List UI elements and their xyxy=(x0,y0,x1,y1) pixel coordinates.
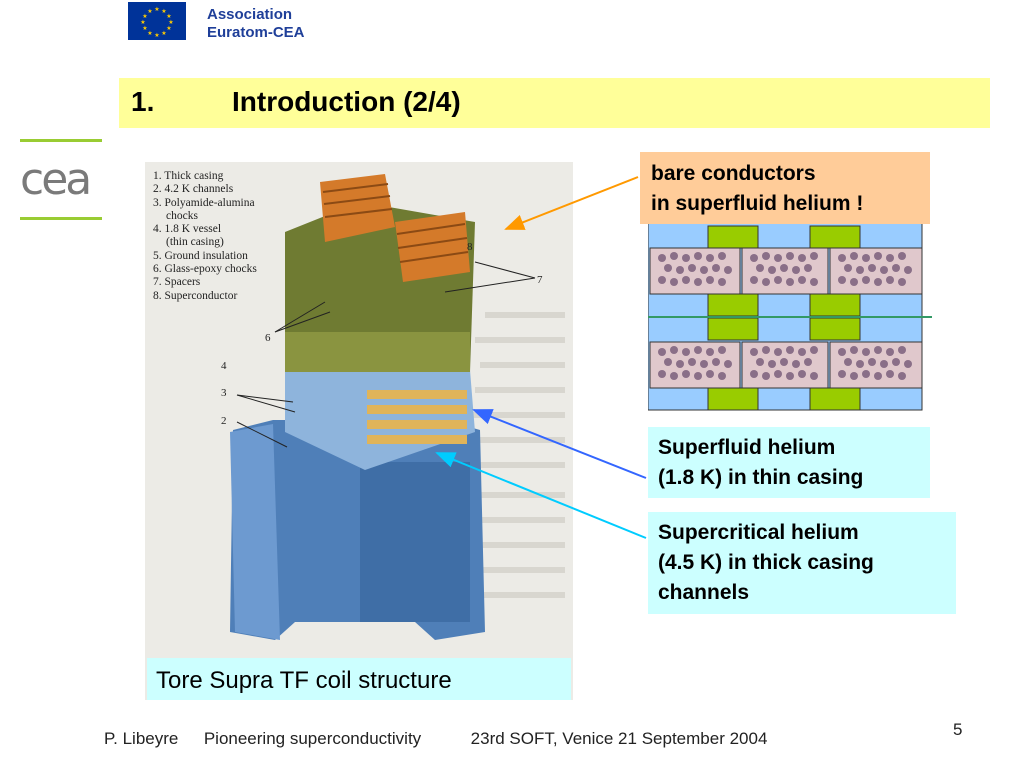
cea-logo-text: cea xyxy=(20,158,89,204)
callout-number-8: 8 xyxy=(467,241,473,253)
legend-item: 2. 4.2 K channels xyxy=(153,183,234,196)
callout-number-6: 6 xyxy=(265,332,271,344)
page-number: 5 xyxy=(953,720,963,739)
svg-text:★: ★ xyxy=(147,30,152,37)
legend-item: 8. Superconductor xyxy=(153,289,238,302)
superfluid-helium-box xyxy=(648,427,930,498)
figure-caption-box xyxy=(147,658,571,700)
legend-item: 1. Thick casing xyxy=(153,170,224,182)
bare-line-1: bare conductors xyxy=(651,162,816,185)
cea-logo: cea xyxy=(20,154,104,209)
legend-item: 6. Glass-epoxy chocks xyxy=(153,263,257,276)
bare-conductors-box xyxy=(640,152,930,224)
figure-caption: Tore Supra TF coil structure xyxy=(156,667,452,694)
legend-item: 4. 1.8 K vessel xyxy=(153,223,222,236)
svg-text:★: ★ xyxy=(142,25,147,32)
supercritical-line-2: (4.5 K) in thick casing xyxy=(658,551,874,574)
svg-text:★: ★ xyxy=(154,6,159,13)
eu-flag-logo: ★★★ ★★★ ★★★ ★★★ xyxy=(128,2,186,40)
figure-legend: 1. Thick casing 2. 4.2 K channels 3. Pol… xyxy=(153,170,257,303)
section-number: 1. xyxy=(131,86,155,117)
footer-author: P. Libeyre xyxy=(104,729,179,748)
supercritical-helium-label: Supercritical helium (4.5 K) in thick ca… xyxy=(658,518,874,608)
legend-item: 3. Polyamide-alumina xyxy=(153,196,255,209)
association-label: Association Euratom-CEA xyxy=(207,6,305,42)
title-bar xyxy=(119,78,990,128)
svg-text:★: ★ xyxy=(166,13,171,20)
footer-talk: Pioneering superconductivity xyxy=(203,729,422,748)
legend-item: (thin casing) xyxy=(166,236,224,249)
conductor-cross-section-diagram xyxy=(647,221,932,417)
association-line-2: Euratom-CEA xyxy=(207,24,305,41)
superfluid-line-2: (1.8 K) in thin casing xyxy=(658,466,864,489)
svg-text:★: ★ xyxy=(166,25,171,32)
supercritical-line-1: Supercritical helium xyxy=(658,521,859,544)
callout-number-4: 4 xyxy=(221,360,227,372)
callout-number-2: 2 xyxy=(221,415,227,427)
svg-text:★: ★ xyxy=(161,30,166,37)
bare-line-2: in superfluid helium ! xyxy=(651,192,864,215)
svg-text:★: ★ xyxy=(142,13,147,20)
supercritical-helium-box xyxy=(648,512,956,614)
superfluid-line-1: Superfluid helium xyxy=(658,436,836,459)
svg-text:★: ★ xyxy=(140,19,145,26)
footer: P. Libeyre Pioneering superconductivity … xyxy=(104,729,767,749)
green-rule-bottom xyxy=(20,217,102,220)
superfluid-helium-label: Superfluid helium (1.8 K) in thin casing xyxy=(658,433,863,493)
svg-text:★: ★ xyxy=(168,19,173,26)
legend-item: chocks xyxy=(166,209,198,222)
legend-item: 7. Spacers xyxy=(153,276,201,289)
supercritical-line-3: channels xyxy=(658,581,750,604)
footer-event: 23rd SOFT, Venice 21 September 2004 xyxy=(470,729,768,748)
callout-number-3: 3 xyxy=(221,387,227,399)
svg-text:★: ★ xyxy=(154,32,159,39)
svg-text:★: ★ xyxy=(147,8,152,15)
callout-number-7: 7 xyxy=(537,274,543,286)
slide-title: Introduction (2/4) xyxy=(232,86,461,117)
svg-text:★: ★ xyxy=(161,8,166,15)
green-rule-top xyxy=(20,139,102,142)
bare-conductors-label: bare conductors in superfluid helium ! xyxy=(651,159,863,219)
legend-item: 5. Ground insulation xyxy=(153,249,248,262)
coil-structure-figure: 8 7 6 4 3 2 xyxy=(145,162,573,700)
association-line-1: Association xyxy=(207,6,293,23)
